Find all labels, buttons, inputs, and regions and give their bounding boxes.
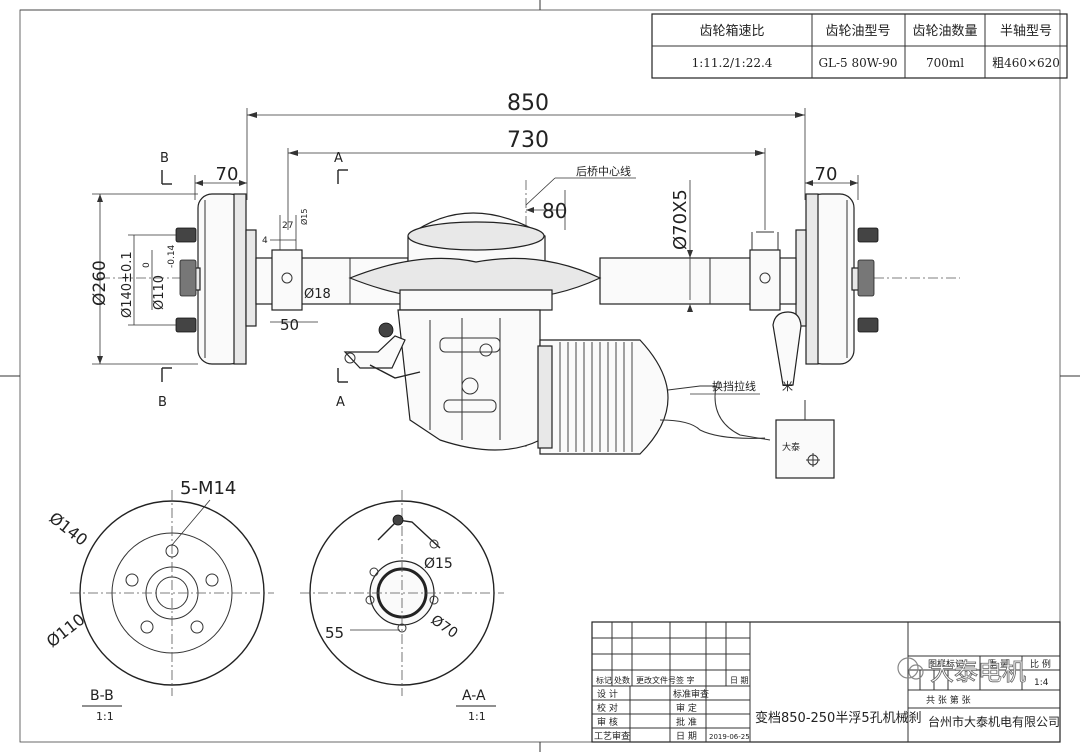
shift-cable — [659, 419, 766, 439]
dim-70-right-label: 70 — [815, 164, 838, 185]
tb-scale-value: 1:4 — [1034, 678, 1049, 688]
tb-check: 校 对 — [597, 702, 618, 714]
view-b-bore-label: Ø110 — [43, 610, 89, 652]
electric-motor — [537, 339, 669, 455]
spec-value-oil-qty: 700ml — [926, 56, 964, 70]
spec-header-oil-qty: 齿轮油数量 — [912, 24, 977, 39]
tb-review: 审 核 — [597, 716, 618, 728]
section-b-bottom: B — [158, 395, 167, 410]
right-wheel-studs — [857, 227, 879, 333]
tb-company: 台州市大泰机电有限公司 — [928, 714, 1060, 729]
gearbox — [397, 309, 541, 451]
view-a-dim-label: 55 — [325, 624, 344, 642]
tb-col-change-doc: 更改文件号 — [636, 675, 676, 685]
view-b-scale: 1:1 — [96, 710, 114, 723]
tb-date-label: 日 期 — [676, 731, 697, 742]
dim-bore-tol-lower: -0.14 — [167, 244, 177, 268]
tb-process: 工艺审查 — [594, 730, 630, 742]
spec-value-ratio: 1:11.2/1:22.4 — [692, 56, 773, 70]
spec-header-shaft: 半轴型号 — [1000, 24, 1052, 39]
view-b-b: 5-M14 Ø140 Ø110 B-B 1:1 — [43, 478, 274, 723]
tb-weight-label: 重 量 — [988, 658, 1009, 670]
spec-value-oil-type: GL-5 80W-90 — [818, 56, 897, 70]
dim-pcd-label: Ø140±0.1 — [120, 251, 135, 318]
shift-control-box: 大泰 — [775, 400, 835, 479]
spec-header-ratio: 齿轮箱速比 — [699, 23, 764, 39]
tb-scale-label: 比 例 — [1030, 658, 1051, 670]
title-block: 标记 处数 更改文件号 签 字 日 期 设 计 标准审查 校 对 审 定 审 核… — [591, 621, 1061, 743]
tb-col-count: 处数 — [614, 675, 630, 685]
dim-hole-label: Ø18 — [304, 287, 331, 302]
dimension-overall-850: 850 — [246, 91, 806, 200]
left-spring-bracket — [271, 215, 303, 311]
rear-axle-center-callout: 后桥中心线 — [525, 164, 636, 206]
view-b-stud-holes — [125, 544, 219, 634]
tb-col-date: 日 期 — [730, 676, 749, 685]
section-b-top: B — [160, 151, 169, 166]
dim-730-label: 730 — [507, 128, 549, 153]
tb-design: 设 计 — [597, 688, 618, 700]
tb-date: 2019-06-25 — [709, 733, 750, 741]
dim-15-label: Ø15 — [299, 209, 309, 225]
brake-lever — [343, 322, 421, 379]
tb-col-sign: 签 字 — [676, 675, 695, 685]
spec-value-shaft: 粗460×620 — [992, 56, 1060, 70]
view-b-thread-label: 5-M14 — [180, 478, 236, 499]
tb-drawing-name: 变档850-250半浮5孔机械刹 — [755, 710, 922, 726]
dimension-inner-730: 730 — [287, 128, 766, 230]
dim-bore-tol-upper: 0 — [142, 262, 152, 268]
dim-4-label: 4 — [262, 236, 268, 246]
view-a-hole-label: Ø15 — [424, 556, 453, 572]
spec-table: 齿轮箱速比 齿轮油型号 齿轮油数量 半轴型号 1:11.2/1:22.4 GL-… — [651, 13, 1068, 79]
watermark-text: 大泰电机 — [930, 658, 1026, 686]
hub-dimensions: Ø260 Ø140±0.1 Ø110 0 -0.14 — [90, 193, 198, 365]
dim-tube-dia-label: Ø70X5 — [670, 189, 691, 250]
shift-cable-unit: 米 — [782, 380, 793, 393]
brand-mark: 大泰 — [782, 441, 800, 453]
dim-850-label: 850 — [507, 91, 549, 116]
dim-hub-dia-label: Ø260 — [90, 260, 110, 306]
right-spring-bracket — [749, 231, 781, 311]
view-b-pcd-label: Ø140 — [46, 508, 92, 550]
bracket-dimensions: 50 Ø18 27 4 Ø15 — [262, 209, 331, 334]
section-a-top: A — [334, 151, 343, 166]
section-markers: B B A A — [158, 151, 348, 410]
rear-axle-center-label: 后桥中心线 — [576, 164, 631, 178]
tb-sheet: 共 张 第 张 — [926, 694, 971, 706]
tb-mark-label: 图样标记 — [928, 658, 964, 670]
dim-27-label: 27 — [282, 221, 293, 231]
shift-lever — [667, 311, 802, 441]
tb-std-review: 标准审查 — [673, 688, 709, 700]
left-brake-drum — [185, 193, 257, 365]
tb-ratify: 批 准 — [676, 716, 697, 728]
view-a-dia-label: Ø70 — [428, 612, 461, 642]
dim-80-label: 80 — [542, 199, 567, 223]
tb-approve-mid: 审 定 — [676, 702, 697, 714]
right-brake-drum — [795, 193, 867, 365]
tube-dia-dim: Ø70X5 — [670, 180, 693, 312]
dim-70-left-label: 70 — [216, 164, 239, 185]
watermark: 大泰电机 — [897, 657, 1026, 686]
view-a-scale: 1:1 — [468, 710, 486, 723]
shift-cable-callout: 换挡拉线 米 — [690, 379, 793, 395]
shift-cable-label: 换挡拉线 — [712, 379, 756, 393]
dim-bore-label: Ø110 — [152, 275, 167, 310]
view-a-title: A-A — [462, 688, 486, 704]
dim-50-label: 50 — [280, 316, 299, 334]
left-wheel-studs — [175, 227, 197, 333]
spec-header-oil-type: 齿轮油型号 — [825, 24, 890, 39]
section-a-bottom: A — [336, 395, 345, 410]
differential-housing — [348, 212, 602, 311]
center-offset-dim: 80 — [526, 190, 567, 230]
view-b-title: B-B — [90, 688, 114, 704]
view-a-a: Ø15 Ø70 55 A-A 1:1 — [300, 490, 504, 723]
dimension-end-70-left: 70 — [194, 164, 247, 200]
dimension-end-70-right: 70 — [805, 164, 859, 200]
tb-col-mark: 标记 — [596, 675, 612, 685]
